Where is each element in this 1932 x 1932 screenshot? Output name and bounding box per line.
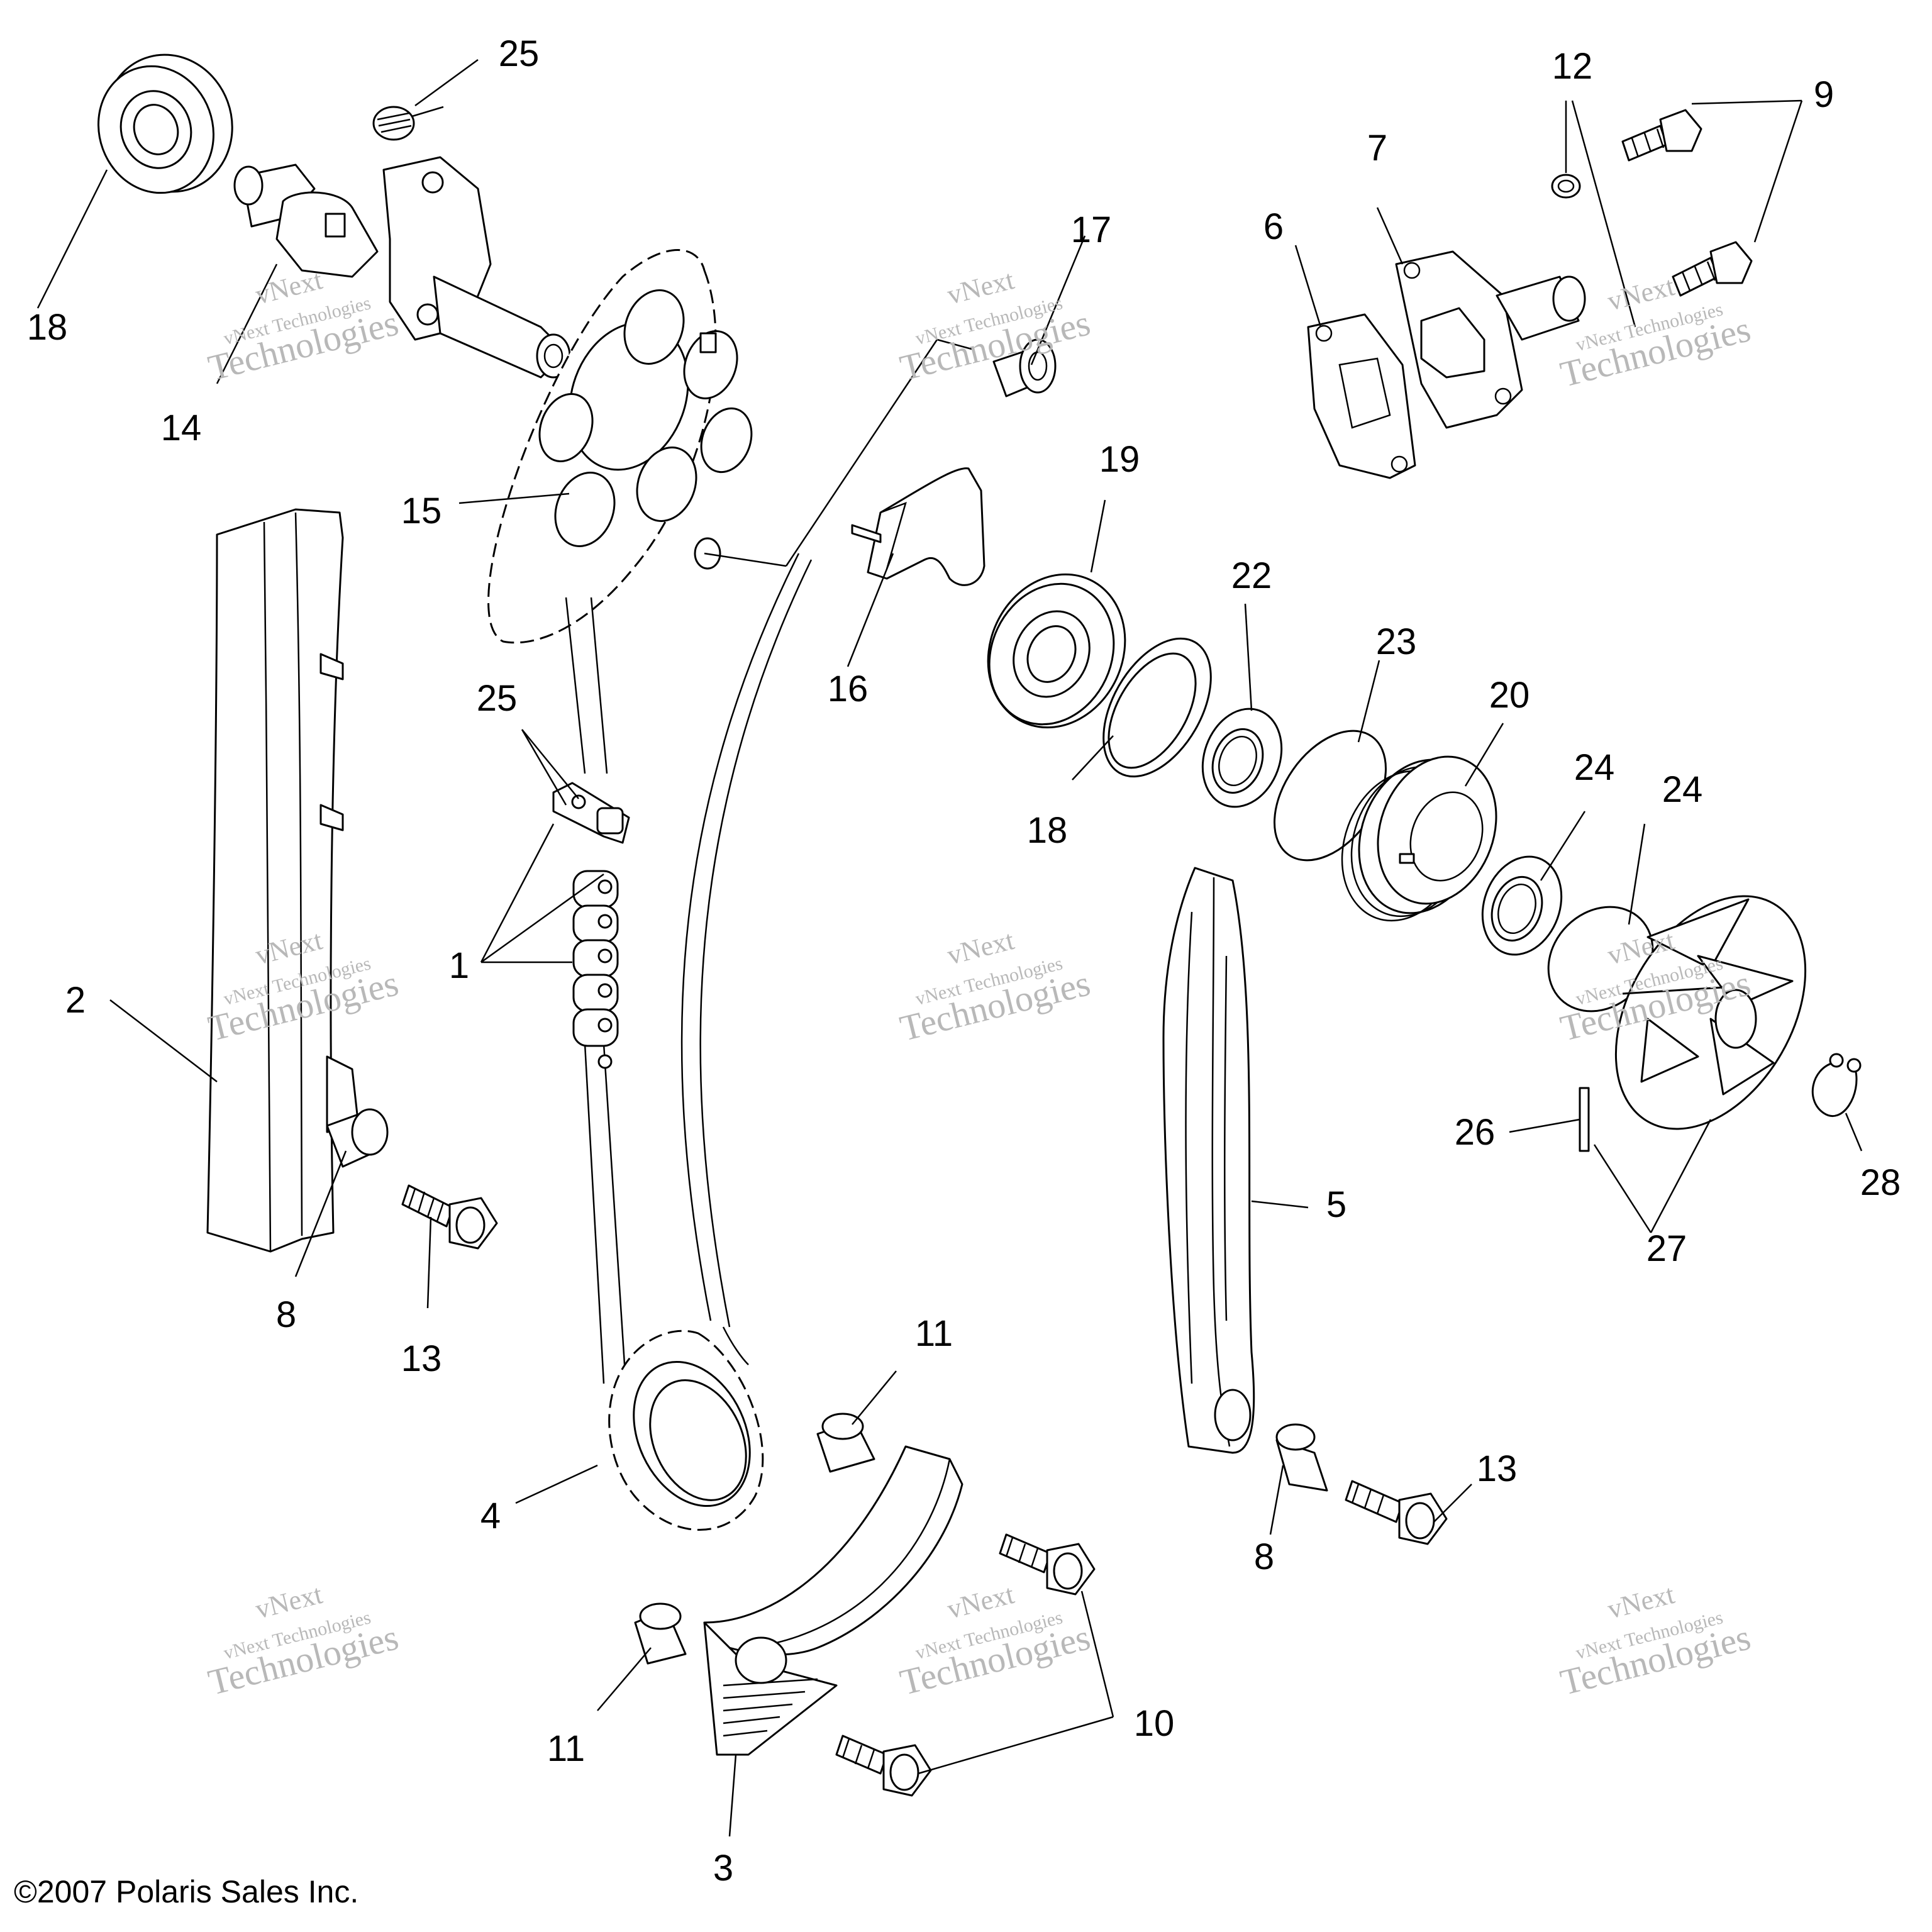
callout-12: 12 bbox=[1552, 46, 1593, 87]
dowel-upper bbox=[816, 1413, 875, 1473]
dowel-lower bbox=[634, 1602, 687, 1665]
right-chain-guide bbox=[1162, 867, 1255, 1454]
callout-26: 26 bbox=[1455, 1112, 1496, 1153]
callout-17: 17 bbox=[1071, 209, 1112, 250]
svg-text:vNext: vNext bbox=[252, 264, 325, 311]
watermark-7: vNext vNext Technologies Technologies bbox=[204, 1579, 402, 1703]
guide-block bbox=[851, 467, 985, 586]
callout-20b: 19 bbox=[1099, 439, 1140, 480]
callout-9: 9 bbox=[1814, 74, 1834, 115]
callout-10: 10 bbox=[1134, 1703, 1175, 1744]
callout-3: 3 bbox=[713, 1848, 733, 1889]
svg-text:vNext: vNext bbox=[1604, 1579, 1677, 1625]
lower-chain-guide bbox=[703, 1445, 963, 1756]
watermark-9: vNext vNext Technologies Technologies bbox=[1557, 1579, 1755, 1703]
callout-28: 28 bbox=[1860, 1162, 1901, 1203]
svg-text:vNext: vNext bbox=[1604, 270, 1677, 317]
callout-16: 16 bbox=[828, 669, 869, 709]
bearing-top-left bbox=[97, 53, 233, 194]
svg-text:vNext: vNext bbox=[944, 1579, 1017, 1625]
cam-chain bbox=[565, 553, 813, 1384]
bushing-right bbox=[1275, 1423, 1328, 1492]
master-link bbox=[552, 782, 630, 844]
tensioner-gasket bbox=[1307, 313, 1416, 479]
watermark-1: vNext vNext Technologies Technologies bbox=[204, 264, 402, 389]
callout-8a: 8 bbox=[276, 1294, 296, 1335]
flange-bolt-upper bbox=[999, 1533, 1096, 1596]
callout-labels: 18 25 14 15 17 16 19 22 18 23 20 24 24 2… bbox=[27, 33, 1901, 1889]
left-chain-guide bbox=[206, 508, 360, 1253]
crank-sprocket bbox=[608, 1330, 764, 1531]
pulley bbox=[1341, 755, 1497, 922]
watermark-5: vNext vNext Technologies Technologies bbox=[896, 924, 1094, 1049]
copyright-notice: ©2007 Polaris Sales Inc. bbox=[14, 1874, 358, 1909]
callout-24a: 22 bbox=[1231, 555, 1272, 596]
svg-text:vNext: vNext bbox=[944, 924, 1017, 971]
callout-14: 14 bbox=[161, 408, 202, 448]
callout-23: 24 bbox=[1662, 769, 1703, 810]
svg-text:vNext: vNext bbox=[252, 1579, 325, 1625]
callout-27: 27 bbox=[1646, 1228, 1687, 1269]
callout-24b: 24 bbox=[1574, 747, 1615, 788]
flange-bolt-left bbox=[401, 1184, 498, 1250]
callout-11b: 11 bbox=[547, 1728, 585, 1769]
watermark-2: vNext vNext Technologies Technologies bbox=[896, 264, 1094, 389]
callout-19: 20 bbox=[1489, 675, 1530, 716]
torsion-spring bbox=[372, 106, 444, 141]
thrust-washer bbox=[1102, 637, 1212, 778]
flange-bolt-right bbox=[1345, 1480, 1448, 1545]
cap-screw bbox=[992, 338, 1057, 397]
leader-lines bbox=[36, 58, 1863, 1837]
callout-25: 25 bbox=[477, 678, 518, 719]
pin bbox=[1579, 1087, 1590, 1152]
callout-18: 18 bbox=[1027, 810, 1068, 851]
callout-2: 2 bbox=[65, 980, 86, 1021]
callout-20a: 18 bbox=[27, 307, 68, 348]
needle-bearing-lower bbox=[1481, 855, 1563, 956]
callout-4: 4 bbox=[480, 1496, 501, 1536]
camshaft bbox=[233, 156, 571, 379]
flange-bolt-lower bbox=[835, 1735, 932, 1797]
cam-sprocket bbox=[487, 249, 753, 644]
callout-5: 5 bbox=[1326, 1184, 1346, 1225]
callout-1: 1 bbox=[449, 945, 469, 986]
callout-15: 15 bbox=[401, 491, 442, 531]
needle-bearing-upper bbox=[1201, 708, 1283, 808]
impeller bbox=[1614, 895, 1807, 1130]
callout-13b: 13 bbox=[1477, 1448, 1518, 1489]
callout-22: 23 bbox=[1376, 621, 1417, 662]
tensioner-bolt-lower bbox=[1672, 241, 1753, 297]
circlip bbox=[1811, 1053, 1862, 1118]
bushing-left bbox=[326, 1108, 389, 1168]
svg-text:vNext: vNext bbox=[944, 264, 1017, 311]
chain-tensioner bbox=[1395, 250, 1586, 429]
callout-7: 7 bbox=[1367, 128, 1387, 169]
chain-links bbox=[572, 870, 619, 1069]
callout-13a: 13 bbox=[401, 1338, 442, 1379]
callout-11a: 11 bbox=[915, 1313, 953, 1354]
callout-6: 6 bbox=[1263, 206, 1284, 247]
sealing-washer bbox=[1551, 174, 1581, 199]
watermark: vNext vNext Technologies Technologies vN… bbox=[204, 264, 1755, 1703]
tensioner-bolt-upper bbox=[1621, 109, 1702, 162]
bearing-middle bbox=[987, 573, 1126, 729]
callout-21: 25 bbox=[499, 33, 540, 74]
callout-8b: 8 bbox=[1254, 1536, 1274, 1577]
